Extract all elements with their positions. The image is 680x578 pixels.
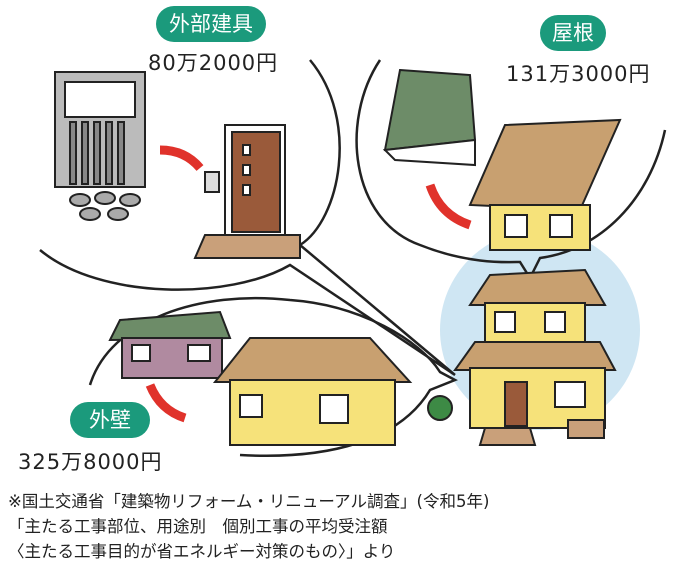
- footnote-line-3: 〈主たる工事目的が省エネルギー対策のもの〉」より: [8, 542, 396, 561]
- price-exterior-fittings: 80万2000円: [148, 51, 279, 75]
- arrow-icon: [425, 183, 472, 230]
- label-exterior-wall: 外壁: [70, 402, 150, 438]
- new-door-icon: [193, 124, 301, 259]
- price-roof: 131万3000円: [506, 62, 651, 86]
- new-roof-house-icon: [468, 118, 622, 251]
- label-roof: 屋根: [540, 15, 606, 51]
- old-gate-icon: [54, 71, 146, 221]
- old-wall-house-icon: [108, 310, 232, 379]
- arrow-icon: [145, 383, 187, 423]
- old-roof-icon: [382, 68, 477, 167]
- main-house-icon: [427, 268, 617, 446]
- arrow-icon: [159, 145, 204, 172]
- price-exterior-wall: 325万8000円: [18, 450, 163, 474]
- new-wall-house-icon: [212, 337, 413, 446]
- label-exterior-fittings: 外部建具: [156, 6, 266, 42]
- footnote-line-1: ※国土交通省「建築物リフォーム・リニューアル調査」(令和5年): [8, 492, 490, 511]
- footnote-line-2: 「主たる工事部位、用途別 個別工事の平均受注額: [8, 517, 388, 536]
